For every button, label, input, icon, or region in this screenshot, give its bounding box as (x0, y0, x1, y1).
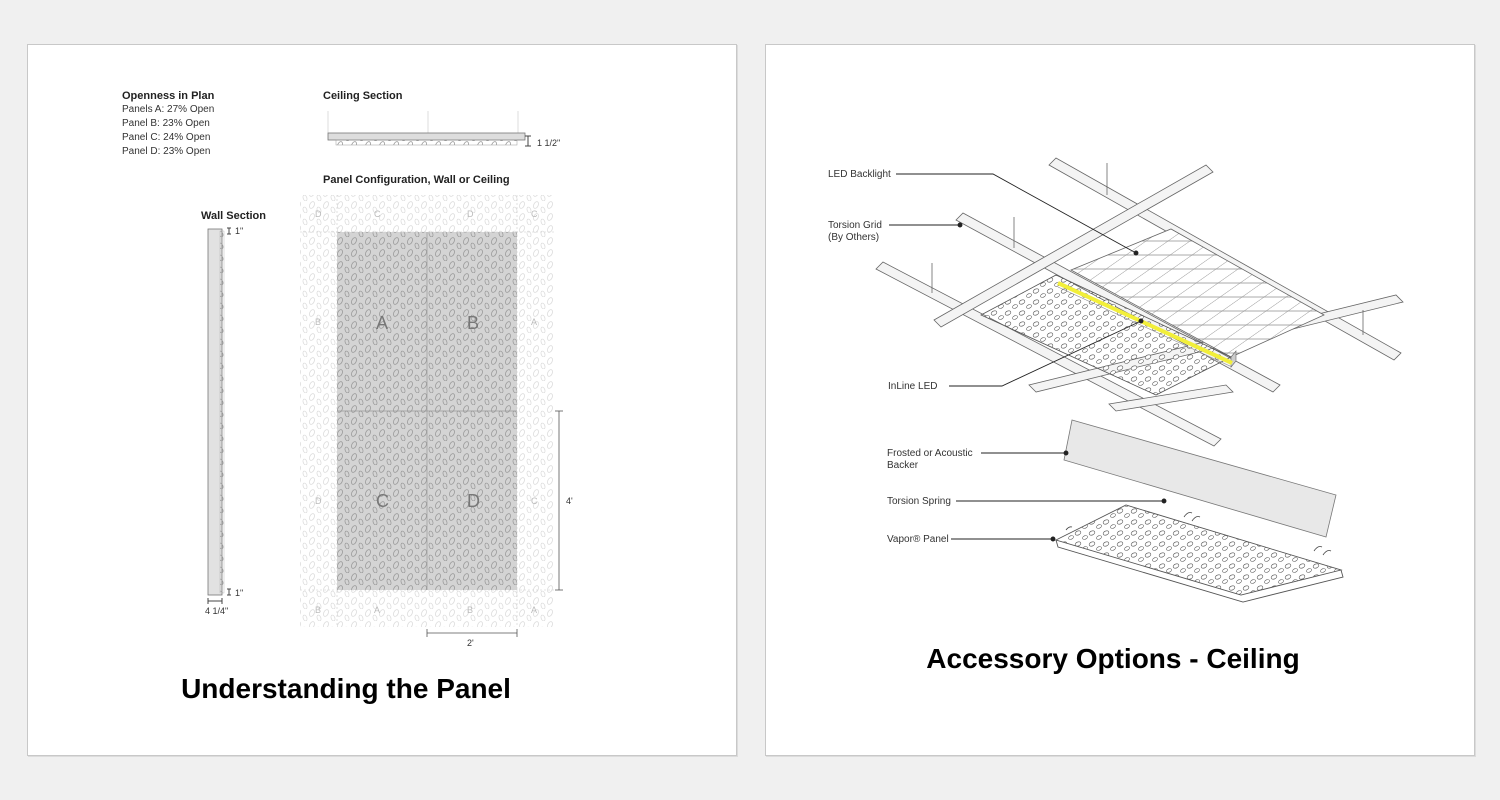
dimension-lines (426, 410, 563, 637)
label-torsion-grid: Torsion Grid (828, 220, 882, 231)
accessory-diagram: LED Backlight Torsion Grid (By Others) I… (828, 157, 1404, 674)
torsion-spring-drawing (1065, 512, 1332, 556)
panel-diagram-card: Openness in Plan Panels A: 27% Open Pane… (27, 44, 737, 756)
ghost-top-1: D (315, 209, 322, 219)
ghost-top-4: C (531, 209, 538, 219)
label-vapor-panel: Vapor® Panel (887, 534, 949, 545)
label-torsion-grid-note: (By Others) (828, 232, 879, 243)
ghost-bottom-3: B (467, 605, 473, 615)
backer-drawing (1063, 419, 1337, 538)
leader-lines (889, 173, 1167, 542)
ceiling-section-drawing (327, 111, 531, 147)
ghost-low-left: D (315, 496, 322, 506)
panel-config-title: Panel Configuration, Wall or Ceiling (323, 174, 510, 186)
openness-line-d: Panel D: 23% Open (122, 146, 210, 157)
wall-dim-bottom: 1" (235, 588, 243, 598)
panel-label-b: B (467, 313, 479, 333)
panel-label-a: A (376, 313, 388, 333)
ghost-bottom-1: B (315, 605, 321, 615)
label-backer-2: Backer (887, 460, 919, 471)
led-backlight-drawing (1070, 228, 1325, 358)
panel-label-c: C (376, 491, 389, 511)
right-caption: Accessory Options - Ceiling (926, 643, 1299, 674)
accessory-diagram-card: LED Backlight Torsion Grid (By Others) I… (765, 44, 1475, 756)
panel-label-d: D (467, 491, 480, 511)
inline-led-strip (1057, 281, 1233, 365)
ghost-low-right: C (531, 496, 538, 506)
ghost-top-2: C (374, 209, 381, 219)
openness-title: Openness in Plan (122, 90, 215, 102)
ghost-mid-right: A (531, 317, 537, 327)
wall-section-title: Wall Section (201, 210, 266, 222)
wall-section-drawing (207, 227, 231, 604)
openness-line-b: Panel B: 23% Open (122, 118, 210, 129)
ghost-bottom-2: A (374, 605, 380, 615)
openness-line-c: Panel C: 24% Open (122, 132, 210, 143)
label-inline-led: InLine LED (888, 381, 937, 392)
panel-configuration-drawing (300, 195, 554, 627)
wall-dim-width: 4 1/4" (205, 606, 228, 616)
wall-dim-top: 1" (235, 226, 243, 236)
left-caption: Understanding the Panel (181, 673, 511, 704)
label-led-backlight: LED Backlight (828, 169, 891, 180)
openness-line-a: Panels A: 27% Open (122, 104, 214, 115)
ceiling-section-dimension: 1 1/2" (537, 138, 560, 148)
panel-diagram: Openness in Plan Panels A: 27% Open Pane… (122, 90, 573, 704)
label-torsion-spring: Torsion Spring (887, 496, 951, 507)
panel-dim-height: 4' (566, 496, 573, 506)
label-backer: Frosted or Acoustic (887, 448, 973, 459)
ceiling-section-title: Ceiling Section (323, 90, 403, 102)
ghost-top-3: D (467, 209, 474, 219)
panel-dim-width: 2' (467, 638, 474, 648)
ghost-mid-left: B (315, 317, 321, 327)
ghost-bottom-4: A (531, 605, 537, 615)
